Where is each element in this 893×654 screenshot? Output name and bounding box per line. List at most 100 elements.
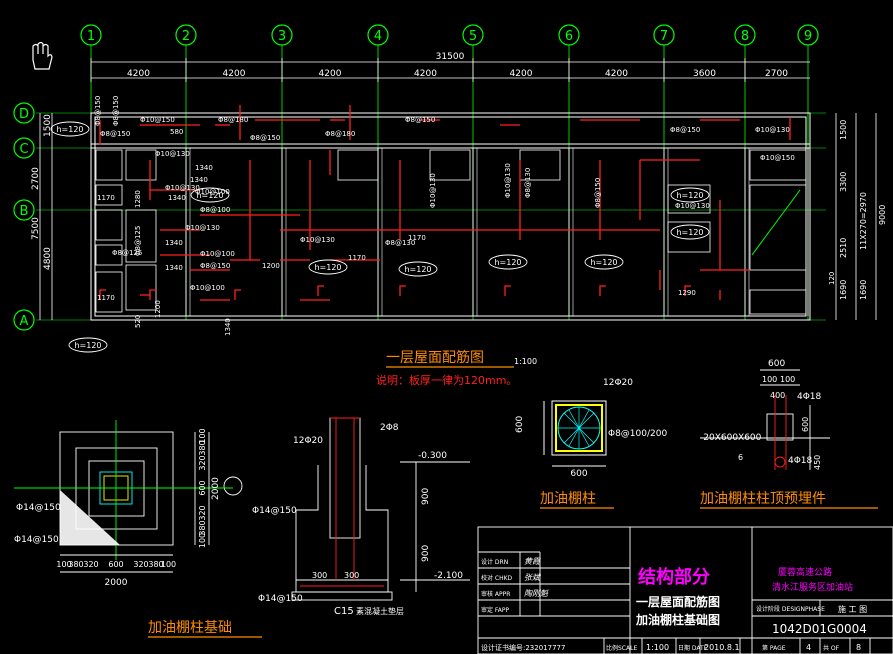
slab-thickness-label: h=120 (196, 191, 223, 200)
rebar-label: Φ10@130 (429, 173, 437, 208)
column-axis-bubble (653, 24, 675, 46)
rebar-label: Φ10@130 (155, 150, 190, 158)
bay-span-label: 4200 (510, 69, 533, 79)
title-row-design: 设计 DRN (481, 558, 508, 566)
embed-side2: 450 (813, 455, 822, 470)
rebar-label: Φ10@130 (300, 236, 335, 244)
slab-label-ellipse (308, 259, 348, 275)
column-axis-label: 4 (374, 29, 382, 44)
title-sig-2: 张斌 (524, 573, 541, 582)
embed-plate: -20X600X600 (700, 433, 762, 443)
column-stirrup: Φ8@100/200 (608, 429, 667, 439)
rebar-label: 1170 (348, 254, 366, 262)
section-dim-300b: 300 (344, 571, 359, 580)
rebar-label: Φ8@150 (112, 96, 120, 126)
column-axis-bubble (175, 24, 197, 46)
column-axis-bubble (734, 24, 756, 46)
column-axis-label: 2 (182, 29, 190, 44)
rebar-label: 1170 (408, 234, 426, 242)
row-axis-bubble (13, 199, 35, 221)
row-axis-bubble (13, 137, 35, 159)
column-axis-label: 6 (565, 29, 573, 44)
title-of-label: 共 OF (823, 644, 840, 652)
title-section: 结构部分 (638, 566, 710, 588)
title-date-value: 2010.8.1 (704, 643, 740, 652)
slab-panels (90, 148, 809, 316)
rebar-label: Φ8@150 (594, 178, 602, 208)
slab-panel (95, 209, 123, 241)
rebar-label: Φ8@130 (524, 168, 532, 198)
bay-span-label: 4200 (127, 69, 150, 79)
slab-thickness-label: h=120 (494, 258, 521, 267)
overall-width: 31500 (436, 52, 465, 62)
rebar-hook (504, 285, 511, 296)
column-axis-bubble (80, 24, 102, 46)
slab-panel (749, 184, 807, 271)
left-dim-2: 2700 (31, 167, 41, 190)
right-dim-2: 3300 (839, 172, 848, 192)
slab-label-ellipse (670, 224, 710, 240)
slab-panel (749, 289, 807, 315)
embed-part (700, 369, 830, 470)
slab-panel (95, 184, 123, 206)
rebar-label: Φ8@150 (250, 134, 280, 142)
rebar-label: Φ8@100 (200, 206, 230, 214)
slab-panel (125, 149, 157, 181)
rebar-label: Φ8@150 (200, 262, 230, 270)
rebar-label: 1280 (134, 190, 142, 208)
title-phase-label: 设计阶段 DESIGNPHASE (756, 605, 825, 613)
column-section (543, 400, 607, 467)
foundation-dim-label: 380 (148, 560, 163, 569)
slab-thickness-label: h=120 (314, 263, 341, 272)
foundation-dim-label: 380 (68, 560, 83, 569)
embed-caption: 加油棚柱柱顶预埋件 (700, 491, 826, 507)
slab-panel (667, 184, 711, 214)
rebar-label: Φ10@100 (200, 250, 235, 258)
right-dim-5: 2510 (839, 238, 848, 258)
slab-panel (95, 244, 123, 266)
section-stirrup: 2Φ8 (380, 423, 399, 433)
foundation-total-width: 2000 (105, 578, 128, 588)
column-axis-label: 3 (278, 29, 286, 44)
title-scale-label: 比例SCALE (606, 644, 637, 652)
title-block (477, 526, 893, 654)
slab-panel (749, 149, 807, 181)
title-project-1: 厦蓉高速公路 (778, 566, 832, 578)
title-of-value: 8 (856, 643, 861, 652)
rebar-label: Φ8@150 (100, 130, 130, 138)
plan-note: 说明：板厚一律为120mm。 (376, 373, 517, 387)
slab-label-ellipse (488, 254, 528, 270)
rebar-label: Φ10@150 (760, 154, 795, 162)
rebar-label: Φ10@100 (195, 188, 230, 196)
embed-sub1: 100 (762, 375, 777, 384)
right-dim-3: 9000 (878, 205, 887, 225)
foundation-side-label: 100 (198, 428, 207, 443)
rebar-label: Φ10@150 (140, 116, 175, 124)
plan-scale: 1:100 (514, 357, 537, 366)
right-dim-8: 1690 (859, 280, 868, 300)
slab-panel (125, 264, 157, 311)
slab-thickness-label: h=120 (74, 341, 101, 350)
left-dim-1: 1500 (43, 114, 53, 137)
pan-hand-icon[interactable] (32, 41, 53, 70)
foundation-side-label: 100 (198, 533, 207, 548)
rebar-label: 1200 (262, 262, 280, 270)
rebar-label: Φ10@130 (504, 163, 512, 198)
title-cert: 设计证书编号:232017777 (481, 643, 565, 652)
section-dim-900a: 900 (421, 488, 431, 505)
foundation-dim-label: 320 (83, 560, 98, 569)
rebar-label: 1340 (224, 318, 232, 336)
embed-rebar2: 4Φ18 (788, 456, 813, 466)
rebar-label: Φ10@130 (185, 224, 220, 232)
rebar-label: 1170 (97, 294, 115, 302)
bay-span-label: 4200 (223, 69, 246, 79)
embed-side: 600 (801, 417, 810, 432)
rebar-label: 1170 (97, 194, 115, 202)
rebar-label: Φ8@130 (385, 239, 415, 247)
rebar-label: Φ10@130 (755, 126, 790, 134)
foundation-section (291, 417, 470, 601)
section-rebar: Φ14@150 (252, 506, 297, 516)
